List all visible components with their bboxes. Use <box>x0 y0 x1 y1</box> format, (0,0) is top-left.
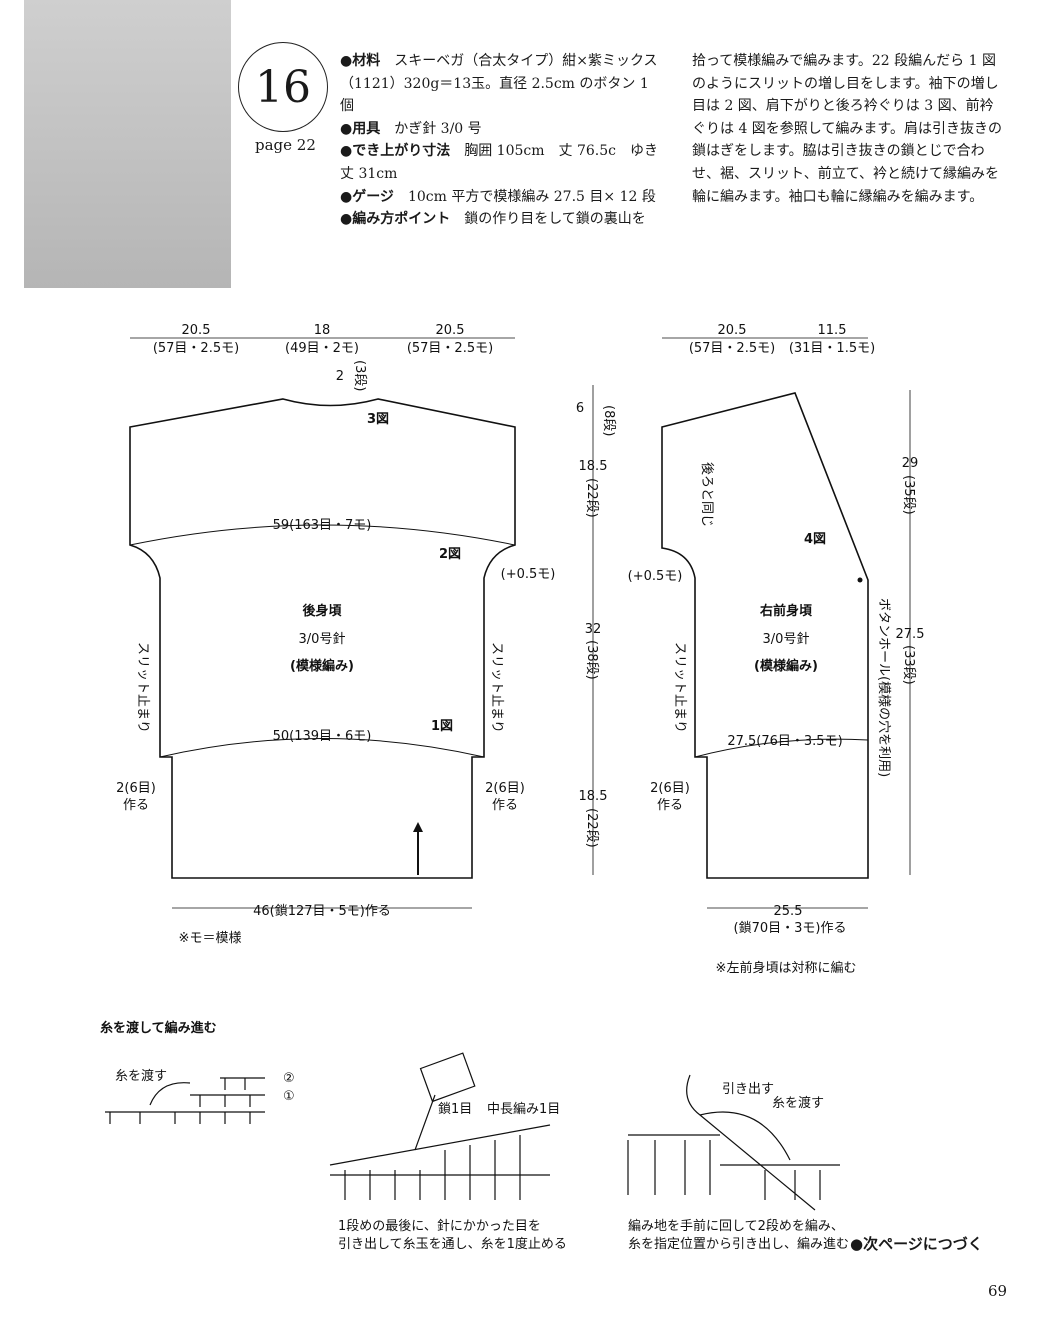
back-note: ※モ＝模様 <box>179 931 242 946</box>
ill1-caption-1: 1段めの最後に、針にかかった目を <box>338 1219 541 1234</box>
back-inc-left-2: 作る <box>123 798 149 813</box>
back-stitch: (模様編み) <box>290 658 354 674</box>
dim-back-top-mid-sub: (49目・2モ) <box>285 341 359 356</box>
dim-neck: 2 <box>336 369 344 384</box>
dim-front-bottom: 25.5 <box>774 904 803 919</box>
fig3-label: 3図 <box>367 412 389 427</box>
front-body-outline <box>661 392 869 879</box>
back-body-outline <box>129 398 516 879</box>
front-inc-2: 作る <box>657 798 683 813</box>
garment-photo <box>24 0 231 288</box>
materials-text: スキーベガ（合太タイプ）紺×紫ミックス（1121）320g＝13玉。直径 2.5… <box>340 53 658 115</box>
front-inc: 2(6目) <box>650 781 690 796</box>
dim-front-right1: 29 <box>902 456 919 471</box>
tools-text: かぎ針 3/0 号 <box>394 120 482 137</box>
page-reference: page 22 <box>255 136 316 154</box>
dim-back-bottom: 46(鎖127目・5モ)作る <box>253 903 391 919</box>
gauge-label: ●ゲージ <box>340 188 394 205</box>
dim-v2: 18.5 <box>579 459 608 474</box>
front-slit: スリット止まり <box>672 642 687 733</box>
ill2-label-a: 引き出す <box>722 1082 774 1097</box>
dim-v4: 18.5 <box>579 789 608 804</box>
dim-v1: 6 <box>576 401 584 416</box>
technique-title: 糸を渡して編み進む <box>100 1020 217 1036</box>
crochet-symbol-chart <box>105 1077 265 1124</box>
dim-front-top-left-sub: (57目・2.5モ) <box>689 341 775 356</box>
dim-front-top-left: 20.5 <box>718 323 747 338</box>
dim-front-bottom-sub: (鎖70目・3モ)作る <box>734 920 847 936</box>
same-as-back-label: 後ろと同じ <box>699 462 714 527</box>
chart-label: 糸を渡す <box>115 1068 167 1084</box>
page-number: 69 <box>988 1282 1008 1300</box>
ill2-caption-1: 編み地を手前に回して2段めを編み、 <box>628 1218 844 1234</box>
front-title: 右前身頃 <box>759 603 813 619</box>
ill1-caption-2: 引き出して糸玉を通し、糸を1度止める <box>338 1236 567 1252</box>
back-inc-right-2: 作る <box>492 798 518 813</box>
dim-neck-sub: (3段) <box>352 360 367 391</box>
fig4-label: 4図 <box>804 532 826 547</box>
ill1-label-a: 鎖1目 <box>438 1101 472 1117</box>
ill2-caption-2: 糸を指定位置から引き出し、編み進む <box>628 1236 849 1252</box>
chart-row2: ② <box>283 1071 295 1086</box>
instructions-column-2: 拾って模様編みで編みます。22 段編んだら 1 図のようにスリットの増し目をしま… <box>692 53 1002 205</box>
dim-v1-sub: (8段) <box>601 405 616 436</box>
dim-v3-sub: (38段) <box>584 640 599 680</box>
ill2-label-b: 糸を渡す <box>772 1095 824 1111</box>
front-note: ※左前身頃は対称に編む <box>716 960 857 976</box>
illustration-1 <box>329 1052 551 1200</box>
dim-back-top-left-sub: (57目・2.5モ) <box>153 341 239 356</box>
front-stitch: (模様編み) <box>754 658 818 674</box>
dim-v4-sub: (22段) <box>584 808 599 848</box>
tools-label: ●用具 <box>340 120 381 137</box>
continued-note: ●次ページにつづく <box>850 1235 983 1253</box>
instructions-column-1: ●材料 スキーベガ（合太タイプ）紺×紫ミックス（1121）320g＝13玉。直径… <box>340 50 660 231</box>
dim-front-top-right-sub: (31目・1.5モ) <box>789 341 875 356</box>
dim-front-width: 27.5(76目・3.5モ) <box>727 734 842 749</box>
back-inc-left: 2(6目) <box>116 781 156 796</box>
dim-v3: 32 <box>585 622 602 637</box>
dim-front-right1-sub: (35段) <box>901 475 916 515</box>
gauge-text: 10cm 平方で模様編み 27.5 目× 12 段 <box>407 188 656 205</box>
dim-v2-sub: (22段) <box>584 478 599 518</box>
front-plus-label: (+0.5モ) <box>628 569 683 584</box>
pattern-number: 16 <box>238 42 328 132</box>
dim-back-top-mid: 18 <box>314 323 331 338</box>
back-title: 後身頃 <box>302 603 342 619</box>
size-text: 胸囲 105cm 丈 76.5c ゆき丈 31cm <box>340 143 658 182</box>
back-inc-right: 2(6目) <box>485 781 525 796</box>
dim-back-top-left: 20.5 <box>182 323 211 338</box>
dim-back-chest: 59(163目・7モ) <box>273 518 372 533</box>
dim-front-right2-sub: (33段) <box>901 645 916 685</box>
method-text: 鎖の作り目をして鎖の裏山を <box>464 211 646 228</box>
back-slit-left: スリット止まり <box>135 642 150 733</box>
method-label: ●編み方ポイント <box>340 211 451 228</box>
back-slit-right: スリット止まり <box>489 642 504 733</box>
chart-row1: ① <box>283 1089 295 1104</box>
size-label: ●でき上がり寸法 <box>340 143 451 160</box>
ill1-label-b: 中長編み1目 <box>487 1101 560 1117</box>
fig2-label: 2図 <box>439 547 461 562</box>
dim-back-hem-width: 50(139目・6モ) <box>273 729 372 744</box>
dim-front-top-right: 11.5 <box>818 323 847 338</box>
illustration-2 <box>627 1074 840 1211</box>
dim-front-right2: 27.5 <box>896 627 925 642</box>
materials-label: ●材料 <box>340 53 381 69</box>
fig1-label: 1図 <box>431 719 453 734</box>
back-plus-label: (+0.5モ) <box>501 567 556 582</box>
dim-back-top-right: 20.5 <box>436 323 465 338</box>
buttonhole-label: ボタンホール(模様の穴を利用) <box>876 598 891 777</box>
back-needle: 3/0号針 <box>299 632 346 647</box>
front-needle: 3/0号針 <box>763 632 810 647</box>
dim-back-top-right-sub: (57目・2.5モ) <box>407 341 493 356</box>
